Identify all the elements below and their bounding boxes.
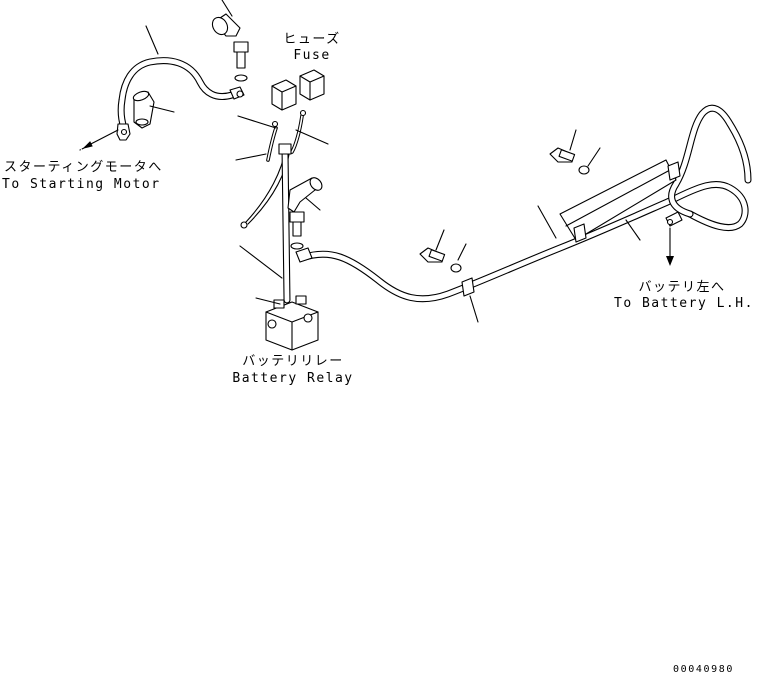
fuse-label-en: Fuse: [293, 48, 331, 63]
fuse-block: [271, 69, 325, 111]
battery-lh-label-en: To Battery L.H.: [614, 296, 754, 311]
drawing-number: 00040980: [673, 664, 734, 675]
top-boot: [211, 13, 241, 37]
leader-lines: [145, 0, 641, 323]
middle-bolt: [289, 211, 305, 250]
middle-boot: [287, 177, 323, 213]
battery-relay: [265, 295, 319, 351]
cable-cover: [559, 159, 677, 241]
starting-motor-label-en: To Starting Motor: [2, 177, 161, 192]
relay-vertical-cable: [278, 143, 292, 304]
top-bolt: [233, 41, 249, 82]
fuse-label-jp: ヒューズ: [283, 32, 341, 47]
battery-relay-label-en: Battery Relay: [232, 371, 354, 386]
battery-cable: [295, 104, 752, 303]
starting-motor-cable: [116, 57, 245, 141]
battery-lh-arrow: [666, 227, 674, 266]
terminal-boot-left: [132, 90, 155, 129]
mid-bolt-washer: [419, 247, 462, 273]
battery-lh-terminal: [665, 211, 683, 227]
cable-clamps: [461, 161, 681, 297]
starting-motor-label-jp: スターティングモータへ: [4, 160, 163, 175]
battery-lh-label-jp: バッテリ左へ: [638, 280, 726, 295]
starting-motor-arrow: [79, 129, 119, 151]
battery-relay-label-jp: バッテリリレー: [242, 354, 344, 369]
fuse-wires: [240, 109, 307, 229]
upper-bolt-washer: [549, 147, 590, 175]
